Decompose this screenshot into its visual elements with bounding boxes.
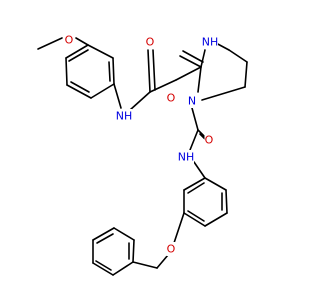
bond-37 [187, 210, 205, 222]
bond-12 [129, 91, 151, 111]
atom-mask-o_benzyloxy [166, 242, 176, 256]
bond-17 [197, 66, 202, 93]
bond-28 [189, 129, 199, 151]
atom-label-o_carbamoyl: O [205, 134, 214, 147]
bond-30 [204, 177, 227, 191]
bond-35 [183, 177, 206, 191]
bond-49 [96, 233, 114, 244]
bond-6 [65, 57, 68, 86]
bond-29 [193, 161, 206, 179]
bond-42 [112, 261, 134, 276]
bond-25 [191, 107, 199, 131]
bond-26 [197, 129, 206, 138]
bond-45 [92, 227, 115, 241]
bond-11 [113, 83, 122, 109]
bond-39 [173, 212, 185, 244]
bond-14 [152, 49, 156, 91]
atom-label-nh_carbamoyl: NH [178, 151, 195, 164]
atom-mask-nh_carbamoyl [178, 150, 194, 164]
bond-41 [132, 261, 158, 269]
bond-46 [113, 227, 135, 241]
bond-0 [37, 37, 63, 50]
atom-label-o_methoxy: O [65, 34, 74, 47]
atom-mask-o_ketone [166, 91, 176, 105]
bond-1 [75, 37, 89, 46]
bond-40 [156, 254, 169, 269]
bond-24 [182, 50, 204, 63]
atom-label-nh_amide_left: NH [116, 110, 133, 123]
atom-mask-n_piperazine_top [202, 35, 218, 49]
bond-16 [175, 66, 202, 81]
bond-38 [187, 182, 205, 194]
atom-mask-o_carbamoyl [204, 133, 214, 147]
atom-mask-n_piperazine_ring [187, 94, 197, 108]
bond-21 [244, 61, 248, 88]
bond-3 [112, 57, 115, 85]
bond-20 [228, 49, 248, 63]
bond-7 [65, 44, 89, 59]
bond-13 [147, 49, 151, 93]
atom-label-o_amide_left: O [146, 36, 155, 49]
bond-31 [225, 189, 228, 214]
atom-mask-o_amide_left [145, 35, 155, 49]
atom-label-o_benzyloxy: O [167, 243, 176, 256]
bond-48 [95, 260, 112, 271]
bond-4 [90, 83, 115, 99]
atom-label-n_piperazine_top: NH [202, 36, 219, 49]
bond-43 [92, 262, 114, 276]
bond-18 [200, 49, 206, 68]
atom-label-o_ketone: O [167, 92, 176, 105]
bond-9 [70, 81, 90, 93]
bond-23 [179, 55, 202, 68]
bond-2 [87, 44, 114, 59]
bond-32 [204, 212, 228, 227]
atom-mask-o_methoxy [64, 33, 74, 47]
bond-22 [201, 86, 246, 101]
bond-47 [132, 239, 135, 263]
atom-mask-nh_amide_left [116, 109, 132, 123]
atom-label-n_piperazine_ring: N [188, 95, 196, 108]
bond-5 [66, 84, 92, 99]
bond-layer [37, 37, 248, 276]
bond-33 [183, 212, 206, 227]
bond-10 [68, 49, 89, 62]
bond-15 [149, 79, 177, 93]
bond-8 [108, 61, 111, 82]
